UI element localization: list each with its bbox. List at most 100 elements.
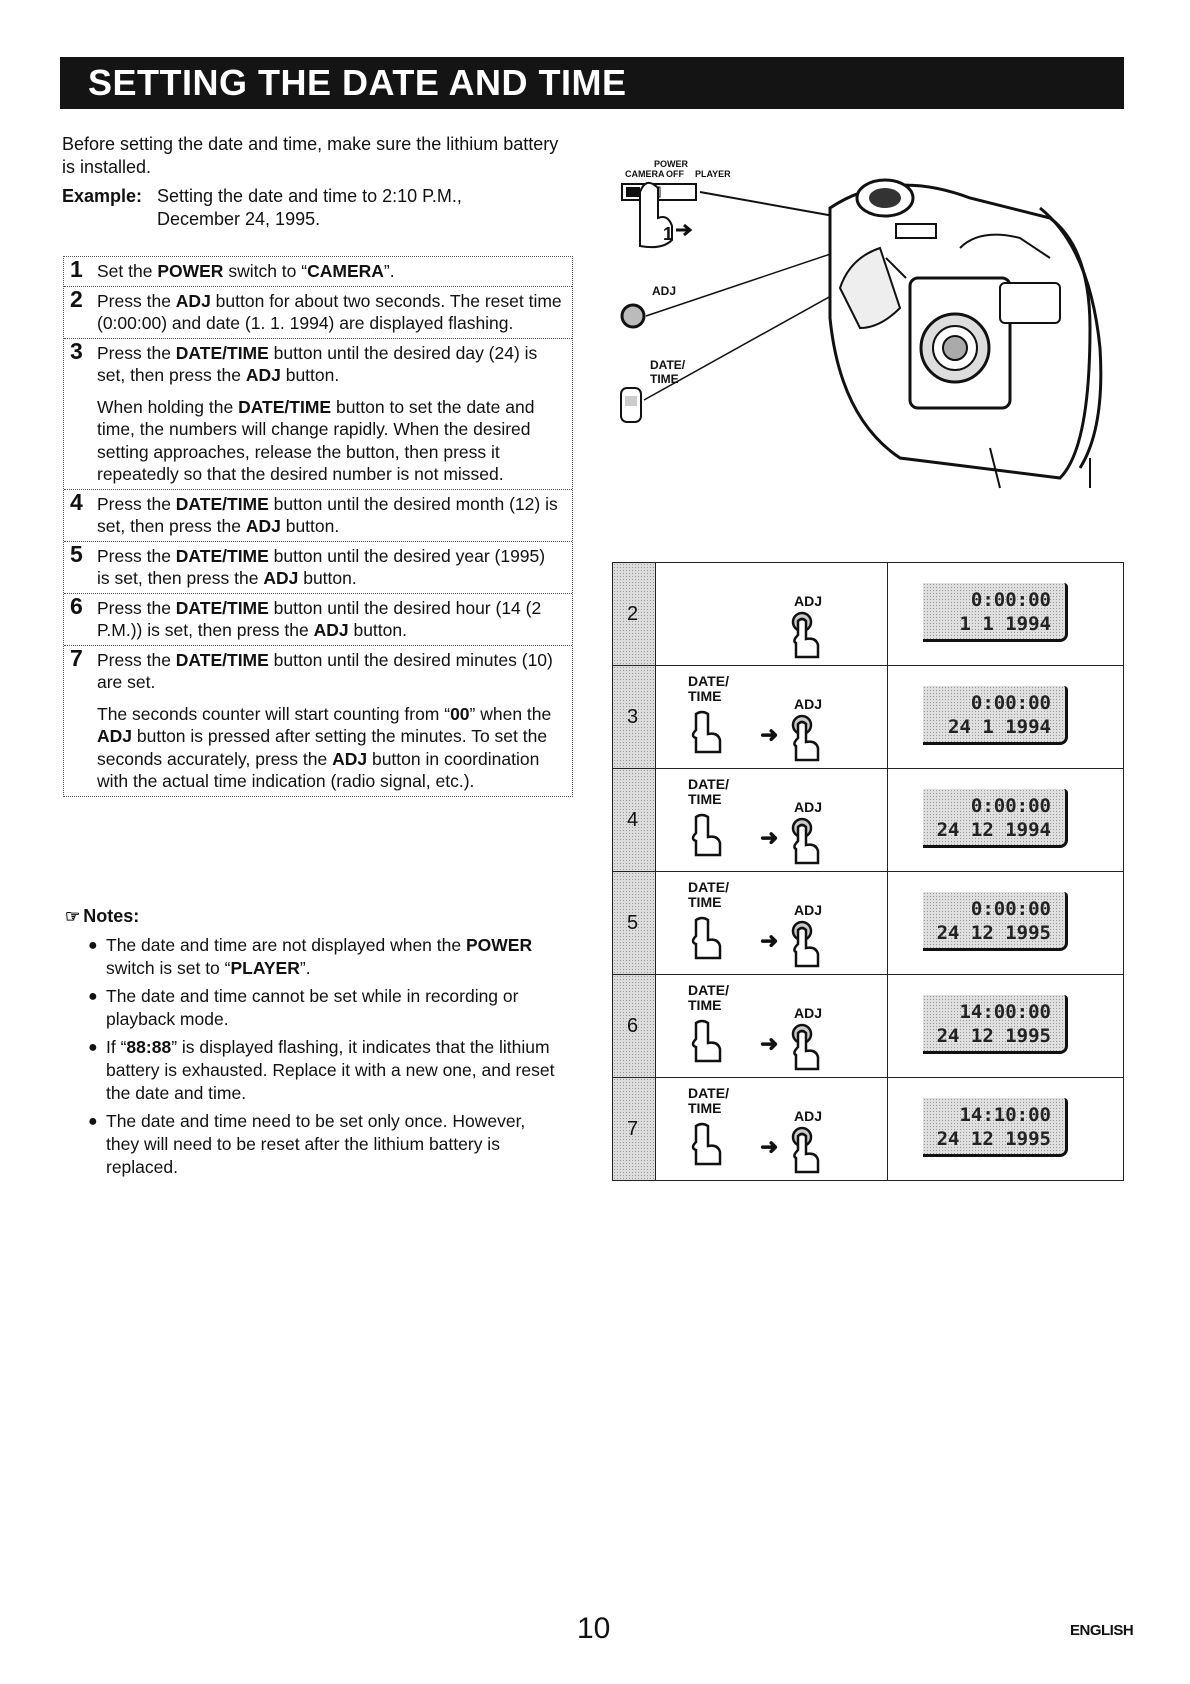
step-number: 7 xyxy=(70,644,83,671)
power-label: POWER xyxy=(654,159,689,169)
date-label: DATE/ xyxy=(688,673,729,689)
adj-label: ADJ xyxy=(794,1108,823,1124)
date-time-label: DATE/TIME xyxy=(688,674,729,704)
note-text: The date and time cannot be set while in… xyxy=(106,986,518,1029)
note-item: ●The date and time cannot be set while i… xyxy=(88,985,558,1031)
text-run: button until the desired minutes (10) ar… xyxy=(97,649,553,693)
date-label: DATE/ xyxy=(688,879,729,895)
text-run: When holding the xyxy=(97,396,239,417)
adj-label: ADJ xyxy=(794,902,823,918)
time-label: TIME xyxy=(688,894,722,910)
button-cell: ADJ xyxy=(656,563,888,665)
arrow-right-icon: ➜ xyxy=(760,825,779,850)
text-run: button. xyxy=(280,516,340,536)
text-run: Press the xyxy=(97,493,176,514)
step-number: 3 xyxy=(627,706,639,728)
step-cell: 7 xyxy=(613,1078,656,1180)
text-run: button until the desired year (1995) is … xyxy=(97,545,546,589)
note-item: ●The date and time are not displayed whe… xyxy=(88,934,558,980)
arrow-right-icon: ➜ xyxy=(760,1134,779,1159)
date-time-label: DATE/TIME xyxy=(688,983,729,1013)
adj-press-icon xyxy=(791,611,820,659)
step-cell: 6 xyxy=(613,975,656,1077)
date-time-label: DATE/ TIME xyxy=(650,358,685,386)
arrow-right-icon: ➜ xyxy=(760,928,779,953)
bold-term: DATE/TIME xyxy=(175,545,269,566)
date-time-label: DATE/TIME xyxy=(688,777,729,807)
arrow-right-icon: ➜ xyxy=(760,1031,779,1056)
bold-term: DATE/TIME xyxy=(175,342,269,363)
example-line-1: Setting the date and time to 2:10 P.M., xyxy=(157,186,462,206)
bold-term: 88:88 xyxy=(126,1037,172,1057)
step-number: 4 xyxy=(70,488,83,515)
adj-press-icon xyxy=(791,817,820,865)
text-run: button to set the date and time, the num… xyxy=(97,396,535,485)
step-cell: 5 xyxy=(613,872,656,974)
adj-press-icon xyxy=(791,714,820,762)
lcd-date: 24 12 1994 xyxy=(936,819,1051,841)
step-cell: 2 xyxy=(613,563,656,665)
bold-term: ADJ xyxy=(332,748,368,769)
date-label: DATE/ xyxy=(688,982,729,998)
date-label: DATE/ xyxy=(650,358,686,372)
text-run: button until the desired day (24) is set… xyxy=(97,342,538,386)
step-number: 2 xyxy=(627,603,639,625)
text-run: switch to “ xyxy=(223,261,308,281)
page-number: 10 xyxy=(577,1612,611,1645)
text-run: ”. xyxy=(299,958,311,978)
date-time-press-icon xyxy=(691,916,722,960)
step-detail: When holding the DATE/TIME button to set… xyxy=(97,396,562,486)
text-run: button until the desired month (12) is s… xyxy=(97,493,558,537)
step-number: 1 xyxy=(70,256,83,282)
step-number: 5 xyxy=(70,540,83,567)
step-cell: 3 xyxy=(613,666,656,768)
step-number: 7 xyxy=(627,1118,639,1140)
bold-term: DATE/TIME xyxy=(175,649,269,670)
camcorder-illustration: POWER CAMERA OFF PLAYER 1 ADJ DATE/ TIME xyxy=(600,148,1110,493)
time-label: TIME xyxy=(688,1100,722,1116)
step-number: 6 xyxy=(627,1015,639,1037)
step-detail: The seconds counter will start counting … xyxy=(97,703,562,793)
adj-label: ADJ xyxy=(652,284,677,298)
notes-heading: ☞Notes: xyxy=(65,906,139,927)
lcd-date: 24 12 1995 xyxy=(936,922,1051,944)
bold-term: ADJ xyxy=(97,726,133,746)
text-run: Set the xyxy=(97,261,158,281)
step-text: Press the DATE/TIME button until the des… xyxy=(97,342,562,387)
button-cell: DATE/TIME➜ADJ xyxy=(656,666,888,768)
text-run: If “ xyxy=(106,1037,127,1057)
lcd-time: 14:00:00 xyxy=(959,1001,1051,1023)
adj-label: ADJ xyxy=(794,799,823,815)
adj-label: ADJ xyxy=(794,696,823,712)
text-run: button in coordination with the actual t… xyxy=(97,748,540,792)
step-text: Press the DATE/TIME button until the des… xyxy=(97,597,562,642)
bold-term: 00 xyxy=(450,703,470,724)
note-text: If “88:88” is displayed flashing, it ind… xyxy=(106,1037,554,1103)
date-time-label: DATE/TIME xyxy=(688,1086,729,1116)
example-body: Setting the date and time to 2:10 P.M., … xyxy=(157,185,557,231)
text-run: The date and time need to be set only on… xyxy=(106,1111,526,1177)
player-position-label: PLAYER xyxy=(695,169,731,179)
bold-term: DATE/TIME xyxy=(238,396,332,417)
bullet-icon: ● xyxy=(88,1113,98,1130)
text-run: Press the xyxy=(97,545,176,566)
pointing-hand-icon: ☞ xyxy=(65,907,81,926)
text-run: ” is displayed flashing, it indicates th… xyxy=(106,1037,555,1103)
text-run: button. xyxy=(348,620,407,640)
